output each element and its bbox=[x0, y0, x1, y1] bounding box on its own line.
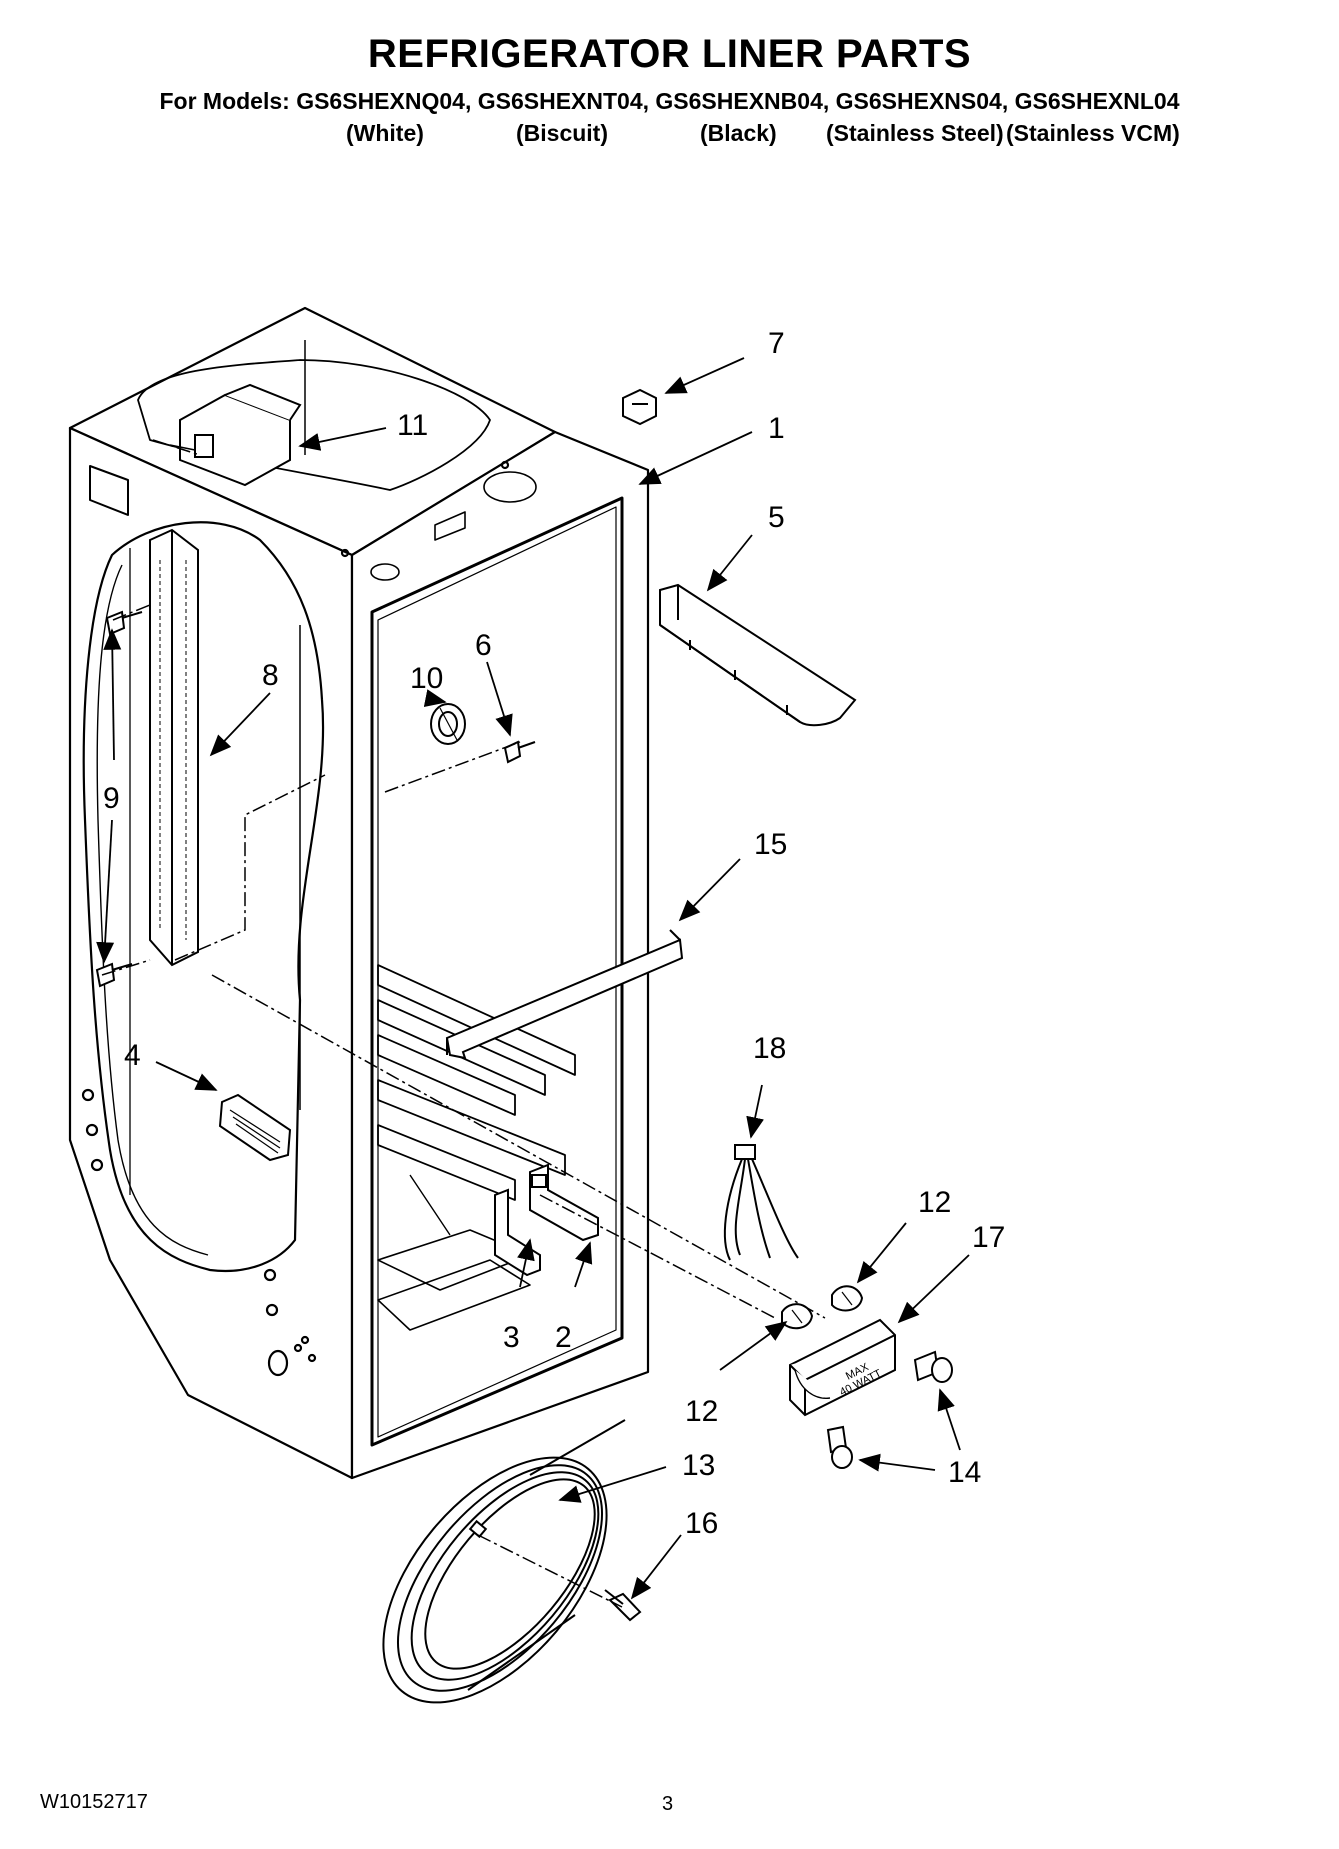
retainer-12-lower bbox=[781, 1303, 814, 1330]
retainer-12-upper bbox=[831, 1285, 864, 1312]
callout-1: 1 bbox=[768, 412, 785, 445]
page-title: REFRIGERATOR LINER PARTS bbox=[367, 32, 972, 76]
alignment-lines bbox=[101, 439, 826, 1608]
callout-11: 11 bbox=[397, 409, 428, 442]
shelf-channel-15 bbox=[445, 929, 684, 1060]
callout-9: 9 bbox=[103, 782, 120, 815]
cover-track-5 bbox=[659, 583, 857, 727]
disc-10 bbox=[430, 703, 466, 745]
clip-7 bbox=[622, 388, 657, 426]
callout-2: 2 bbox=[555, 1321, 572, 1354]
callout-7: 7 bbox=[768, 327, 785, 360]
color-black: (Black) bbox=[700, 120, 777, 146]
lamp-housing-17: MAX 40 WATT bbox=[789, 1318, 896, 1417]
push-pin-14-right bbox=[913, 1350, 953, 1383]
callout-13: 13 bbox=[682, 1449, 715, 1482]
callout-14: 14 bbox=[948, 1456, 981, 1489]
callout-5: 5 bbox=[768, 501, 785, 534]
bracket-2 bbox=[529, 1163, 599, 1242]
control-housing-11 bbox=[169, 383, 302, 487]
callout-16: 16 bbox=[685, 1507, 718, 1540]
color-stainless-vcm: (Stainless VCM) bbox=[1006, 120, 1180, 146]
callout-10: 10 bbox=[410, 662, 443, 695]
push-pin-14-left bbox=[826, 1425, 853, 1469]
callout-numbers: 7 1 5 11 6 10 8 9 15 4 18 12 17 3 2 12 1… bbox=[103, 327, 1005, 1540]
models-line: For Models: GS6SHEXNQ04, GS6SHEXNT04, GS… bbox=[159, 88, 1180, 114]
callout-4: 4 bbox=[124, 1039, 141, 1072]
callout-12-lower: 12 bbox=[685, 1395, 718, 1428]
coiled-tubing-13 bbox=[382, 1419, 626, 1704]
callout-15: 15 bbox=[754, 828, 787, 861]
callout-18: 18 bbox=[753, 1032, 786, 1065]
callout-arrows bbox=[96, 357, 970, 1600]
screw-9-lower bbox=[95, 962, 133, 988]
page-number: 3 bbox=[662, 1793, 674, 1815]
shelf-ladder-8 bbox=[149, 528, 199, 967]
wire-harness-18 bbox=[723, 1144, 799, 1261]
vent-grille-4 bbox=[218, 1093, 292, 1162]
callout-3: 3 bbox=[503, 1321, 520, 1354]
callout-12-upper: 12 bbox=[918, 1186, 951, 1219]
color-white: (White) bbox=[346, 120, 424, 146]
color-stainless-steel: (Stainless Steel) bbox=[826, 120, 1004, 146]
document-number: W10152717 bbox=[40, 1791, 148, 1813]
callout-17: 17 bbox=[972, 1221, 1005, 1254]
callout-6: 6 bbox=[475, 629, 492, 662]
screw-16 bbox=[604, 1589, 642, 1622]
color-biscuit: (Biscuit) bbox=[516, 120, 608, 146]
callout-8: 8 bbox=[262, 659, 279, 692]
